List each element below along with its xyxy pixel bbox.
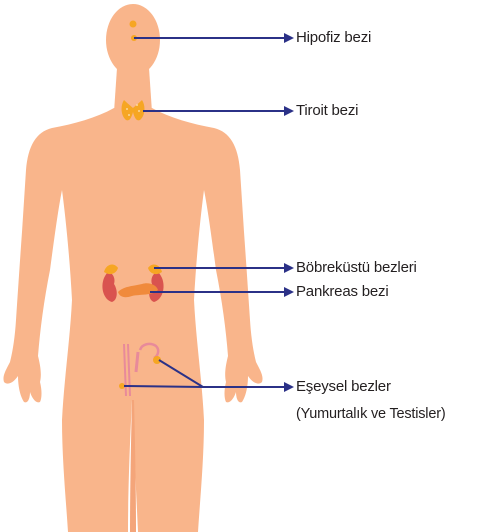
label-gonads-detail: (Yumurtalık ve Testisler) <box>296 405 445 423</box>
label-thyroid: Tiroit bezi <box>296 102 358 120</box>
label-gonads: Eşeysel bezler <box>296 378 391 396</box>
label-pancreas: Pankreas bezi <box>296 283 388 301</box>
thyroid-pointer-arrow <box>143 106 294 116</box>
label-pituitary: Hipofiz bezi <box>296 29 371 47</box>
label-adrenal: Böbreküstü bezleri <box>296 259 417 277</box>
